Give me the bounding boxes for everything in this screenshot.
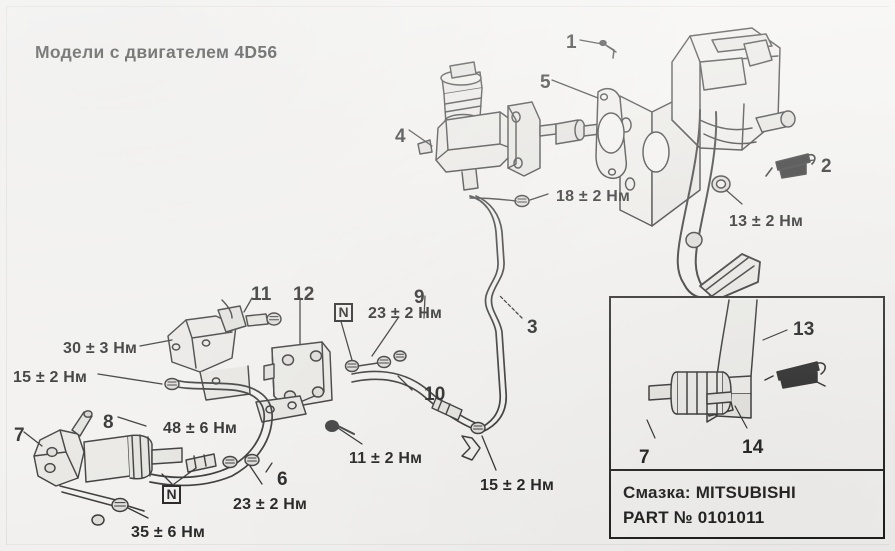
inset-caption-line-1: Смазка: MITSUBISHI	[623, 483, 796, 502]
torque-label-30nm: 30 ± 3 Нм	[63, 340, 138, 357]
inset-callout-13: 13	[793, 319, 815, 340]
torque-label-18nm: 18 ± 2 Нм	[556, 188, 631, 205]
inset-callout-14: 14	[742, 437, 764, 458]
torque-label-15nm-lower: 15 ± 2 Нм	[480, 477, 555, 494]
torque-label-23nm-upper: 23 ± 2 Нм	[368, 305, 443, 322]
inset-caption: Смазка: MITSUBISHI PART № 0101011	[623, 480, 796, 530]
callout-9: 9	[414, 287, 425, 308]
nut-marker-upper: N	[334, 303, 353, 322]
torque-label-13nm: 13 ± 2 Нм	[729, 213, 804, 230]
callout-4: 4	[395, 126, 406, 147]
inset-divider	[611, 469, 883, 471]
callout-5: 5	[540, 72, 551, 93]
callout-1: 1	[566, 32, 577, 53]
torque-label-15nm-upper: 15 ± 2 Нм	[13, 369, 88, 386]
callout-11: 11	[251, 284, 272, 305]
nut-marker-lower: N	[162, 485, 181, 504]
inset-callout-7: 7	[639, 447, 650, 468]
inset-detail-box: 13 14 7 Смазка: MITSUBISHI PART № 010101…	[609, 296, 885, 539]
page-rule-left	[6, 6, 7, 545]
callout-12: 12	[293, 284, 315, 305]
callout-3: 3	[527, 317, 538, 338]
page-title: Модели с двигателем 4D56	[35, 42, 278, 62]
torque-label-23nm-lower: 23 ± 2 Нм	[233, 496, 308, 513]
torque-label-11nm: 11 ± 2 Нм	[349, 450, 423, 467]
torque-label-48nm: 48 ± 6 Нм	[163, 420, 238, 437]
inset-caption-line-2: PART № 0101011	[623, 508, 765, 527]
callout-10: 10	[424, 384, 446, 405]
callout-2: 2	[821, 156, 832, 177]
callout-8: 8	[103, 412, 114, 433]
page-rule-bottom	[6, 544, 889, 545]
inset-line-drawing	[646, 299, 826, 439]
page-rule-top	[6, 6, 889, 7]
torque-label-35nm: 35 ± 6 Нм	[131, 524, 206, 541]
callout-6: 6	[277, 469, 288, 490]
callout-7: 7	[14, 425, 25, 446]
